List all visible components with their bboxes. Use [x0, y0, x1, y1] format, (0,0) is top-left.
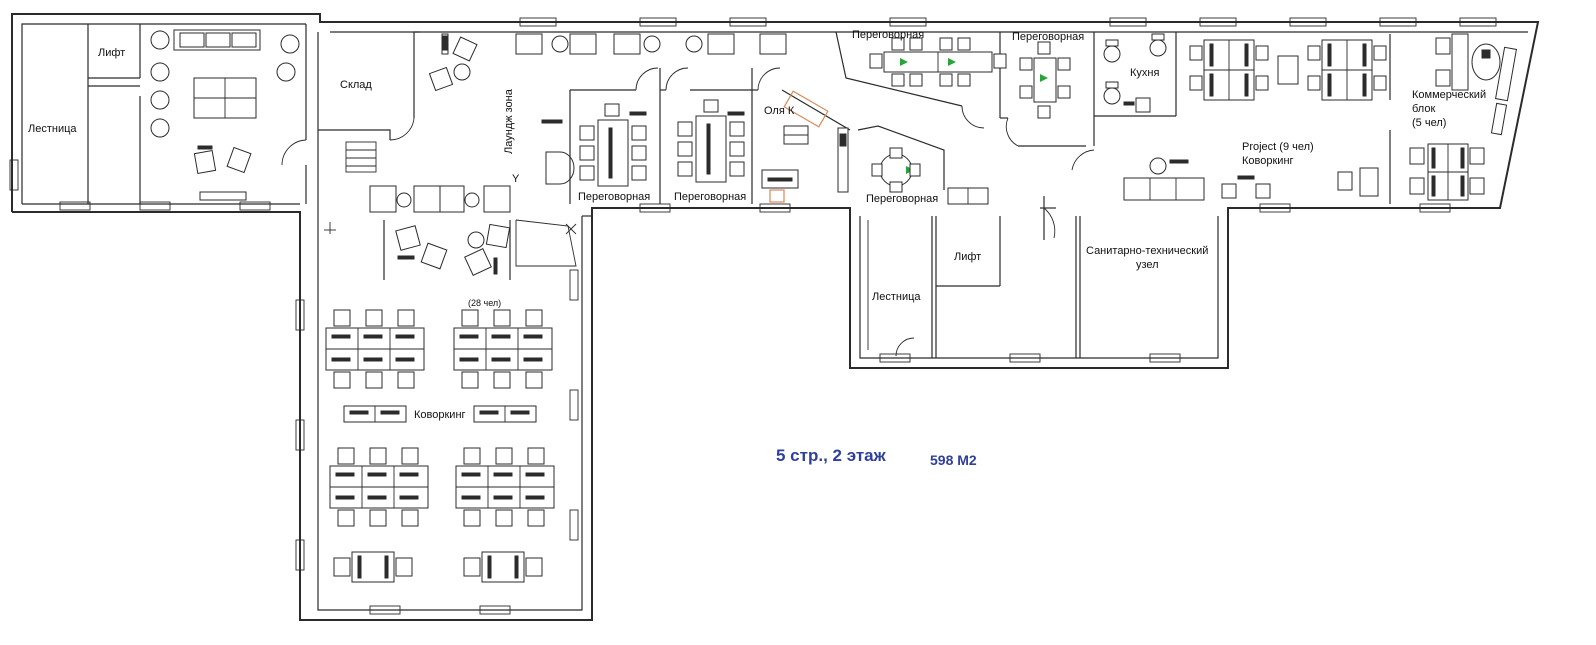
coworking-desks [325, 309, 555, 583]
service-block [867, 207, 1081, 358]
label-commercial-line1: Коммерческий [1412, 89, 1486, 101]
label-coworking-capacity: (28 чел) [468, 298, 501, 308]
svg-text:Y: Y [512, 173, 520, 185]
label-project-line1: Project (9 чел) [1242, 141, 1314, 153]
meeting-rooms-center [569, 67, 851, 204]
label-stairs-right: Лестница [872, 291, 921, 303]
label-meeting-5: Переговорная [866, 193, 938, 205]
label-meeting-1: Переговорная [578, 191, 650, 203]
meeting-rooms-top [835, 31, 1095, 205]
label-meeting-4: Переговорная [1012, 31, 1084, 43]
label-sanitary-line2: узел [1136, 259, 1159, 271]
label-storage: Склад [340, 79, 372, 91]
area-caption: 598 М2 [930, 452, 977, 468]
label-stairs-left: Лестница [28, 123, 77, 135]
label-lift-right: Лифт [954, 251, 981, 263]
floor-caption: 5 стр., 2 этаж [776, 446, 886, 465]
label-sanitary-line1: Санитарно-технический [1086, 245, 1208, 257]
label-commercial-line3: (5 чел) [1412, 117, 1446, 129]
right-wing [1043, 32, 1518, 240]
label-coworking: Коворкинг [414, 409, 466, 421]
label-meeting-3: Переговорная [852, 29, 924, 41]
label-lounge: Лаундж зона [503, 88, 515, 154]
label-lift-left: Лифт [98, 47, 125, 59]
label-commercial-line2: блок [1412, 103, 1435, 115]
room-labels: Лифт Лестница Склад Лаундж зона Перегово… [28, 29, 1486, 421]
left-wing-rooms [87, 24, 307, 204]
lower-lounge [324, 219, 577, 280]
label-kitchen: Кухня [1130, 67, 1159, 79]
windows [9, 17, 1497, 615]
label-meeting-2: Переговорная [674, 191, 746, 203]
label-project-line2: Коворкинг [1242, 155, 1294, 167]
storage-lounge: Y [317, 31, 787, 213]
label-olya: Оля К [764, 105, 795, 117]
outer-walls [11, 13, 1540, 621]
